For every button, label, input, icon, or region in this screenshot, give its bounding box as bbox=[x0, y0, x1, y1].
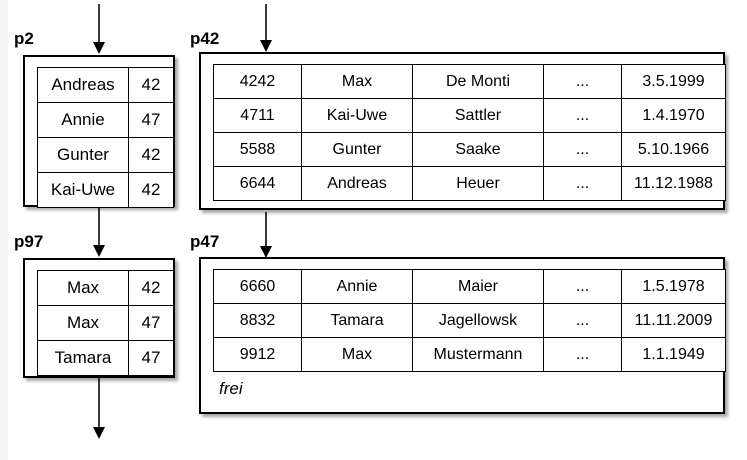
cell-name: Tamara bbox=[37, 340, 129, 376]
cell-more: ... bbox=[543, 269, 622, 304]
cell-name: Gunter bbox=[37, 137, 129, 173]
cell-name: Max bbox=[37, 305, 129, 341]
cell-id: 9912 bbox=[213, 337, 302, 372]
free-space-label: frei bbox=[219, 379, 243, 398]
data-table-p47: 6660 Annie Maier ... 1.5.1978 8832 Tamar… bbox=[213, 269, 726, 372]
cell-pointer: 42 bbox=[128, 270, 174, 306]
cell-id: 6660 bbox=[213, 269, 302, 304]
cell-date: 1.5.1978 bbox=[621, 269, 726, 304]
cell-lastname: Heuer bbox=[412, 166, 544, 201]
page-box-p97: Max 42 Max 47 Tamara 47 bbox=[23, 258, 175, 378]
cell-id: 8832 bbox=[213, 303, 302, 338]
cell-lastname: Mustermann bbox=[412, 337, 544, 372]
table-row: Max 47 bbox=[37, 305, 174, 341]
page-box-p2: Andreas 42 Annie 47 Gunter 42 Kai-Uwe 42 bbox=[23, 55, 175, 208]
cell-pointer: 47 bbox=[128, 102, 174, 138]
table-row: Max 42 bbox=[37, 270, 174, 306]
cell-name: Kai-Uwe bbox=[37, 172, 129, 208]
page-label-p2: p2 bbox=[14, 29, 34, 48]
left-margin-strip bbox=[0, 0, 8, 460]
cell-lastname: Jagellowsk bbox=[412, 303, 544, 338]
table-row: Andreas 42 bbox=[37, 67, 174, 103]
cell-id: 5588 bbox=[213, 132, 302, 167]
table-row: 9912 Max Mustermann ... 1.1.1949 bbox=[213, 337, 726, 372]
cell-firstname: Annie bbox=[301, 269, 413, 304]
cell-date: 1.4.1970 bbox=[621, 98, 726, 133]
cell-firstname: Max bbox=[301, 337, 413, 372]
cell-pointer: 42 bbox=[128, 137, 174, 173]
cell-firstname: Max bbox=[301, 64, 413, 99]
page-label-p47: p47 bbox=[190, 232, 220, 251]
table-row: Gunter 42 bbox=[37, 137, 174, 173]
page-box-p47: 6660 Annie Maier ... 1.5.1978 8832 Tamar… bbox=[199, 257, 726, 414]
table-row: 4711 Kai-Uwe Sattler ... 1.4.1970 bbox=[213, 98, 726, 133]
cell-date: 11.12.1988 bbox=[621, 166, 726, 201]
data-table-p42: 4242 Max De Monti ... 3.5.1999 4711 Kai-… bbox=[213, 64, 726, 201]
cell-date: 3.5.1999 bbox=[621, 64, 726, 99]
table-row: Kai-Uwe 42 bbox=[37, 172, 174, 208]
cell-more: ... bbox=[543, 166, 622, 201]
table-row: Annie 47 bbox=[37, 102, 174, 138]
cell-id: 6644 bbox=[213, 166, 302, 201]
page-label-p97: p97 bbox=[14, 232, 44, 251]
cell-pointer: 47 bbox=[128, 340, 174, 376]
table-row: 6644 Andreas Heuer ... 11.12.1988 bbox=[213, 166, 726, 201]
cell-date: 1.1.1949 bbox=[621, 337, 726, 372]
cell-pointer: 42 bbox=[128, 67, 174, 103]
page-label-p42: p42 bbox=[190, 29, 220, 48]
cell-more: ... bbox=[543, 98, 622, 133]
page-box-p42: 4242 Max De Monti ... 3.5.1999 4711 Kai-… bbox=[199, 52, 726, 210]
cell-lastname: De Monti bbox=[412, 64, 544, 99]
cell-name: Andreas bbox=[37, 67, 129, 103]
table-row: Tamara 47 bbox=[37, 340, 174, 376]
cell-id: 4242 bbox=[213, 64, 302, 99]
cell-lastname: Saake bbox=[412, 132, 544, 167]
cell-more: ... bbox=[543, 132, 622, 167]
cell-pointer: 42 bbox=[128, 172, 174, 208]
cell-more: ... bbox=[543, 64, 622, 99]
cell-lastname: Sattler bbox=[412, 98, 544, 133]
index-table-p2: Andreas 42 Annie 47 Gunter 42 Kai-Uwe 42 bbox=[37, 67, 174, 208]
cell-name: Annie bbox=[37, 102, 129, 138]
cell-name: Max bbox=[37, 270, 129, 306]
cell-firstname: Andreas bbox=[301, 166, 413, 201]
cell-date: 11.11.2009 bbox=[621, 303, 726, 338]
cell-more: ... bbox=[543, 337, 622, 372]
cell-pointer: 47 bbox=[128, 305, 174, 341]
cell-firstname: Gunter bbox=[301, 132, 413, 167]
table-row: 8832 Tamara Jagellowsk ... 11.11.2009 bbox=[213, 303, 726, 338]
cell-id: 4711 bbox=[213, 98, 302, 133]
table-row: 4242 Max De Monti ... 3.5.1999 bbox=[213, 64, 726, 99]
cell-lastname: Maier bbox=[412, 269, 544, 304]
cell-firstname: Kai-Uwe bbox=[301, 98, 413, 133]
cell-date: 5.10.1966 bbox=[621, 132, 726, 167]
table-row: 5588 Gunter Saake ... 5.10.1966 bbox=[213, 132, 726, 167]
index-table-p97: Max 42 Max 47 Tamara 47 bbox=[37, 270, 174, 376]
cell-more: ... bbox=[543, 303, 622, 338]
table-row: 6660 Annie Maier ... 1.5.1978 bbox=[213, 269, 726, 304]
cell-firstname: Tamara bbox=[301, 303, 413, 338]
